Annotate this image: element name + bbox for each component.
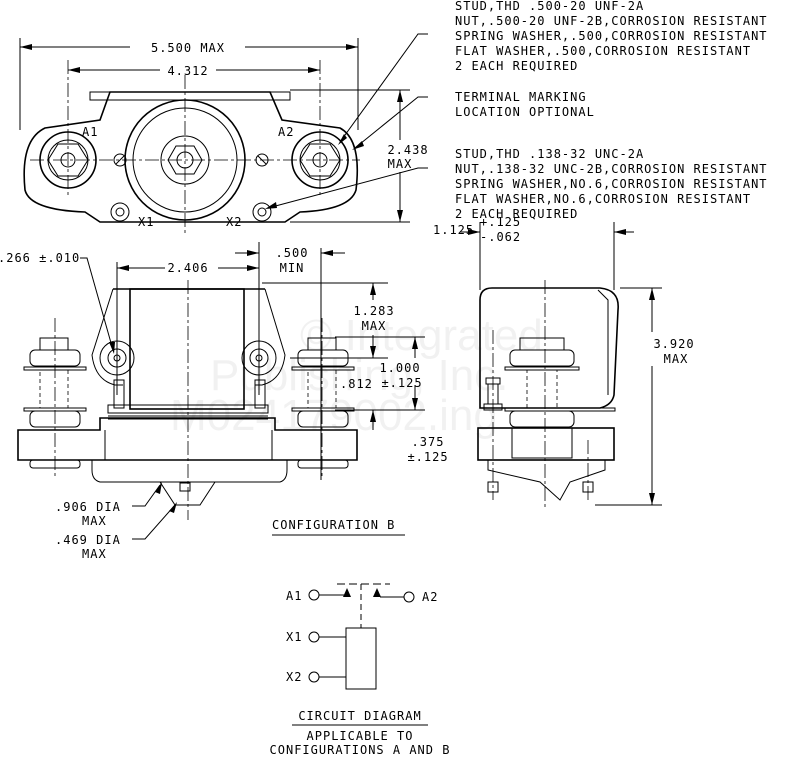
stud-right [291,318,355,478]
label-x1: X1 [138,215,154,229]
dim-1000-tol: ±.125 [381,376,422,390]
dim-1283: 1.283 [353,304,394,318]
top-view: A1 A2 X1 X2 5.500 MAX 4.312 2.438 MAX [19,33,428,235]
dim-end-width-plus: +.125 [480,215,521,229]
dim-906-max: MAX [82,514,107,528]
note-line: TERMINAL MARKING [455,90,587,104]
watermark-line: Publishing, Inc. [210,351,508,400]
terminal-x2 [252,202,272,222]
note-line: 2 EACH REQUIRED [455,207,578,221]
dim-469-max: MAX [82,547,107,561]
coil-end [479,287,619,409]
configuration-title: CONFIGURATION B [272,518,395,532]
watermark-line: © Integrated [300,311,543,360]
note-line: FLAT WASHER,NO.6,CORROSION RESISTANT [455,192,751,206]
label-x2: X2 [226,215,242,229]
note-line: SPRING WASHER,.500,CORROSION RESISTANT [455,29,768,43]
dim-min-label: MIN [280,261,305,275]
base-outline [23,91,359,223]
dim-812: .812 [340,377,373,391]
terminal-x1 [110,202,130,222]
end-view: 1.125 +.125 -.062 3.920 MAX [433,215,694,510]
circuit-diagram: A1 A2 X1 X2 CIRCUIT DIAGRAM APPLICABLE T… [270,583,451,757]
circuit-title: CIRCUIT DIAGRAM [298,709,421,723]
note-line: LOCATION OPTIONAL [455,105,595,119]
dim-overall: 5.500 MAX [151,41,225,55]
dim-terminal-spacing: 4.312 [167,64,208,78]
note-line: NUT,.138-32 UNC-2B,CORROSION RESISTANT [455,162,768,176]
dim-906: .906 DIA [55,500,121,514]
coil-symbol [345,627,377,690]
base-plate [17,417,358,461]
flange [89,91,291,101]
circuit-label-x2: X2 [286,670,302,684]
circuit-label-a2: A2 [422,590,438,604]
note-line: NUT,.500-20 UNF-2B,CORROSION RESISTANT [455,14,768,28]
dim-min: .500 [276,246,309,260]
circuit-subtitle: APPLICABLE TO [307,729,414,743]
dim-end-height-max: MAX [664,352,689,366]
stud-left [23,318,87,478]
dim-469: .469 DIA [55,533,121,547]
watermark: © Integrated Publishing, Inc. M024179002… [170,311,543,440]
dim-375: .375 [412,435,445,449]
note-line: STUD,THD .500-20 UNF-2A [455,0,644,13]
circuit-label-x1: X1 [286,630,302,644]
label-a1: A1 [82,125,98,139]
dim-1283-max: MAX [362,319,387,333]
dim-height-max: MAX [388,157,413,171]
circuit-subtitle: CONFIGURATIONS A AND B [270,743,451,757]
side-view: 2.406 .500 MIN .266 ±.010 1.283 MAX 1.00… [0,242,448,561]
end-base [477,427,615,461]
dim-hole: .266 ±.010 [0,251,80,265]
dim-end-height: 3.920 [653,337,694,351]
dim-end-width: 1.125 [433,223,474,237]
label-a2: A2 [278,125,294,139]
note-line: SPRING WASHER,NO.6,CORROSION RESISTANT [455,177,768,191]
dim-small-spacing: 2.406 [167,261,208,275]
circuit-label-a1: A1 [286,589,302,603]
dim-1000: 1.000 [379,361,420,375]
note-line: 2 EACH REQUIRED [455,59,578,73]
note-line: FLAT WASHER,.500,CORROSION RESISTANT [455,44,751,58]
dim-height: 2.438 [387,143,428,157]
notes: STUD,THD .500-20 UNF-2A NUT,.500-20 UNF-… [455,0,768,221]
dim-375-tol: ±.125 [407,450,448,464]
note-line: STUD,THD .138-32 UNC-2A [455,147,644,161]
dim-end-width-minus: -.062 [480,230,521,244]
